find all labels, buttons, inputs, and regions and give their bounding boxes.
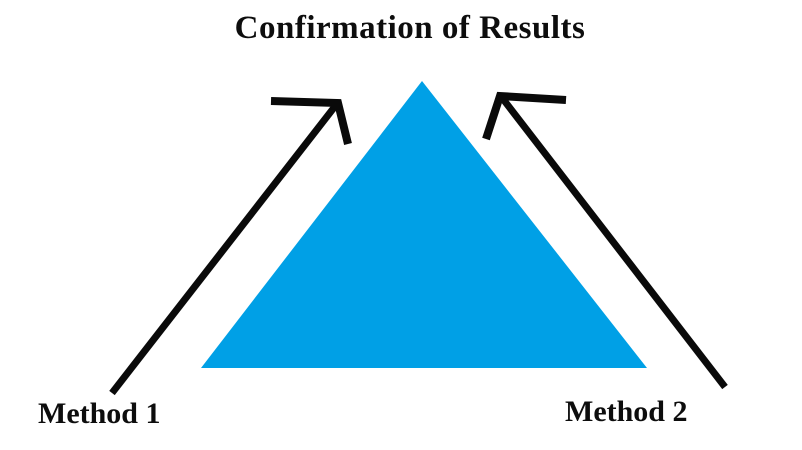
method1-arrow-shaft	[109, 102, 339, 396]
method1-arrowhead	[270, 97, 352, 145]
method1-arrow-icon	[109, 97, 352, 396]
diagram-title: Confirmation of Results	[234, 10, 586, 46]
method2-arrow-icon	[482, 91, 728, 390]
method2-arrowhead	[482, 91, 567, 141]
method1-label: Method 1	[38, 397, 161, 430]
method2-arrow-shaft	[500, 96, 728, 390]
method2-label: Method 2	[565, 395, 688, 428]
pyramid-triangle-shape	[201, 81, 647, 368]
